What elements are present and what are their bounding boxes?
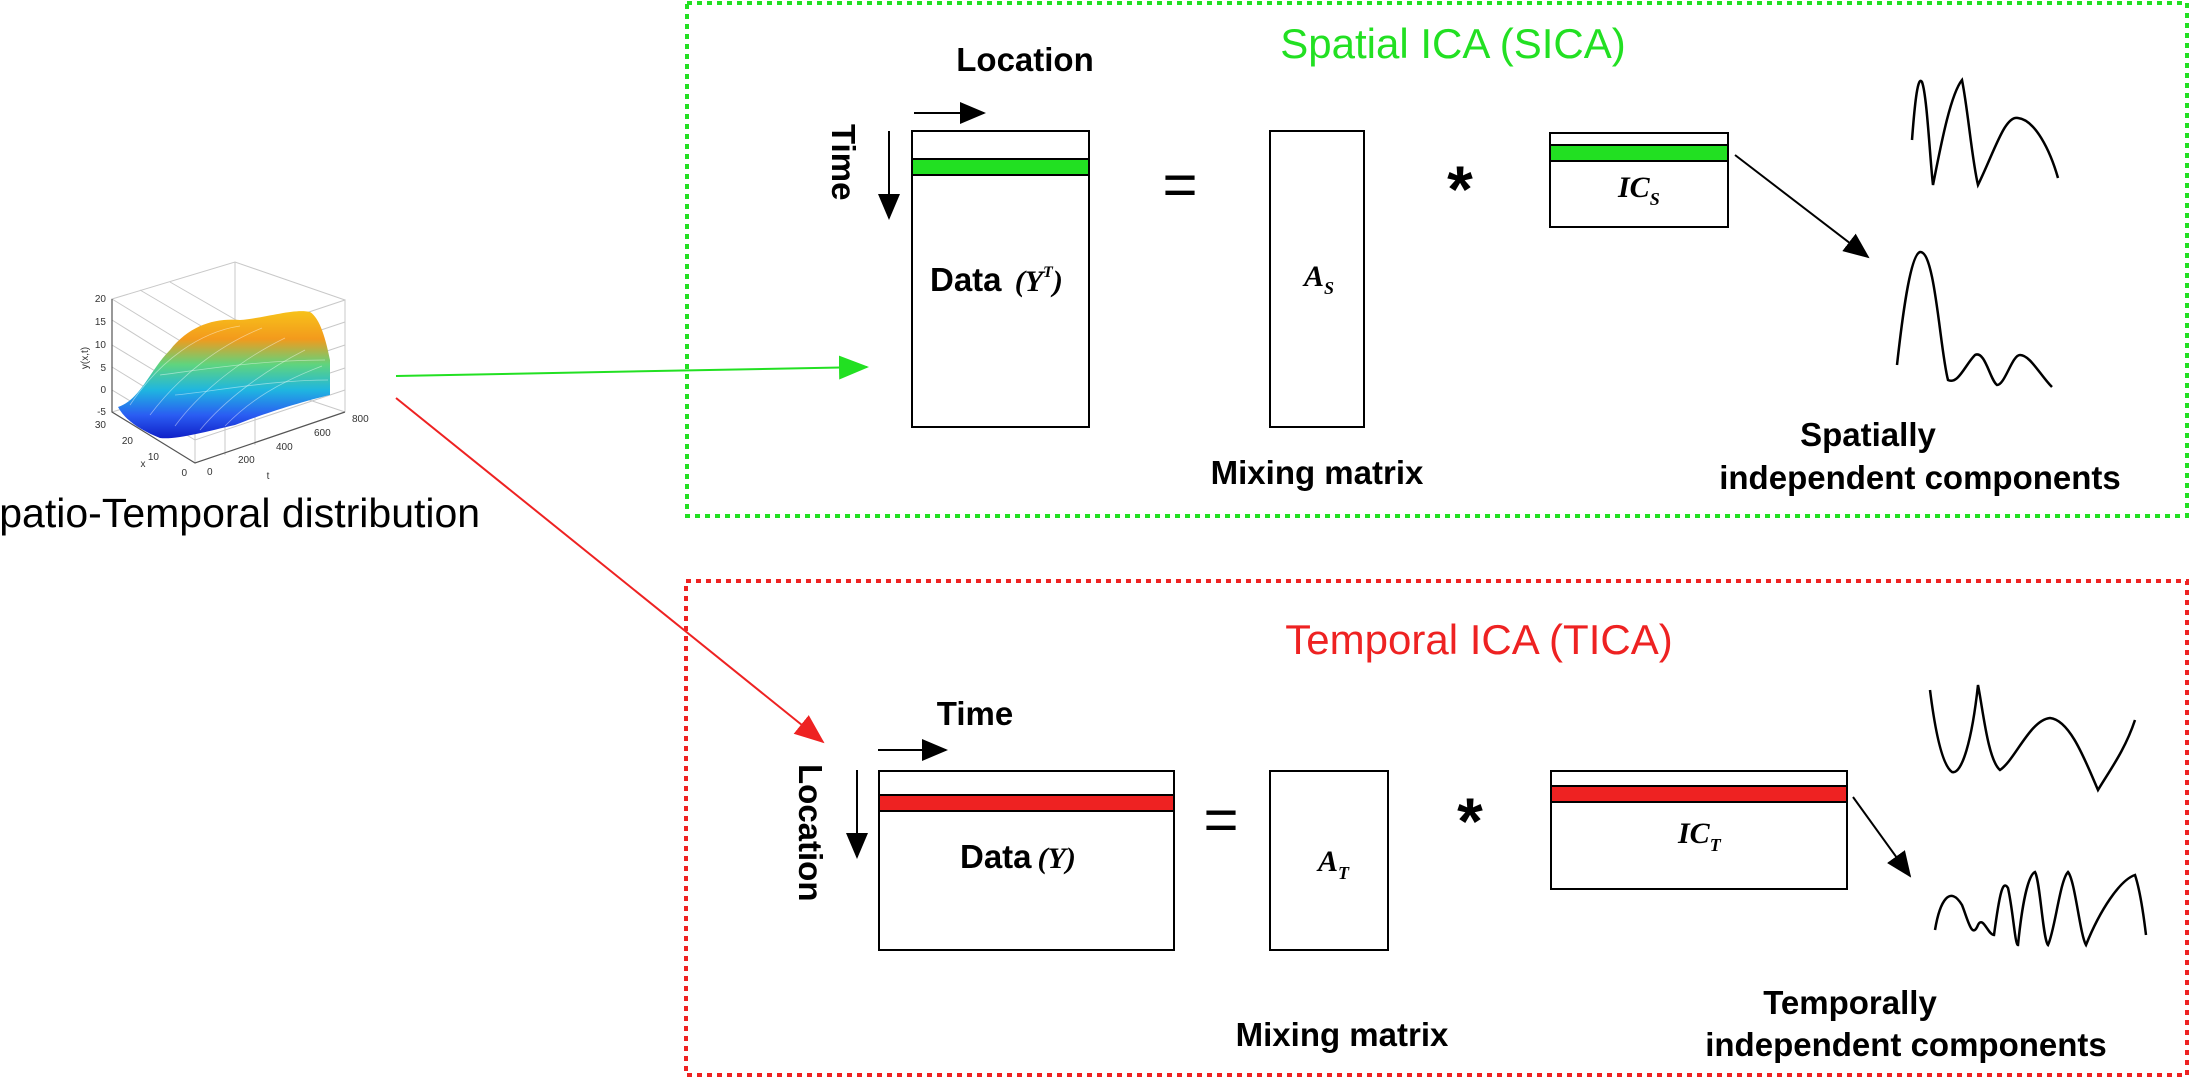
sica-component-waveform <box>1910 77 2060 189</box>
tica-ic-symbol: ICT <box>1677 817 1722 855</box>
sica-data-matrix <box>911 130 1090 428</box>
y-tick: 5 <box>100 363 106 374</box>
tica-component-arrow <box>1852 796 1912 878</box>
sica-component-waveform <box>1895 250 2053 388</box>
t-tick: 800 <box>352 414 369 425</box>
sica-panel-border <box>685 1 2189 518</box>
sica-ic-row-highlight <box>1549 144 1729 162</box>
tica-data-label: Data(Y) <box>960 838 1076 875</box>
sica-mixing-symbol: AS <box>1302 260 1334 298</box>
tica-data-row-highlight <box>878 794 1175 812</box>
tica-component-waveform <box>1928 684 2137 793</box>
y-axis-label: y(x,t) <box>80 347 91 369</box>
t-tick: 600 <box>314 428 331 439</box>
x-tick: 20 <box>122 436 134 447</box>
y-tick: -5 <box>97 407 106 418</box>
tica-multiply: * <box>1457 784 1483 858</box>
sica-mixing-matrix <box>1269 130 1365 428</box>
sica-components-label-2: independent components <box>1719 459 2121 496</box>
t-tick: 200 <box>238 455 255 466</box>
tica-ic-row-highlight <box>1550 785 1848 803</box>
sica-time-label: Time <box>825 124 862 200</box>
sica-component-arrow <box>1734 154 1870 259</box>
x-tick: 0 <box>181 468 187 479</box>
y-tick: 10 <box>95 340 107 351</box>
tica-mixing-symbol: AT <box>1316 845 1350 883</box>
tica-flow-arrow <box>395 397 825 744</box>
sica-ic-symbol: ICS <box>1617 171 1660 209</box>
tica-mixing-matrix <box>1269 770 1389 951</box>
y-tick: 0 <box>100 385 106 396</box>
x-tick: 30 <box>95 420 107 431</box>
x-axis-label: x <box>141 459 146 470</box>
x-tick: 10 <box>148 452 160 463</box>
tica-equals: = <box>1203 786 1238 853</box>
sica-equals: = <box>1162 151 1197 218</box>
sica-mixing-label: Mixing matrix <box>1211 454 1424 491</box>
sica-location-label: Location <box>956 41 1094 78</box>
tica-component-waveform <box>1933 870 2148 948</box>
tica-panel: Temporal ICA (TICA) Time Location Data(Y… <box>684 579 2189 1077</box>
sica-title: Spatial ICA (SICA) <box>1280 20 1625 67</box>
tica-title: Temporal ICA (TICA) <box>1285 616 1672 663</box>
t-tick: 0 <box>207 467 213 478</box>
tica-components-label-1: Temporally <box>1763 984 1937 1021</box>
t-tick: 400 <box>276 442 293 453</box>
sica-multiply: * <box>1447 152 1473 226</box>
y-tick: 15 <box>95 317 107 328</box>
sica-components-label-1: Spatially <box>1800 416 1936 453</box>
tica-mixing-label: Mixing matrix <box>1236 1016 1449 1053</box>
tica-location-label: Location <box>792 764 829 902</box>
tica-components-label-2: independent components <box>1705 1026 2107 1063</box>
t-axis-label: t <box>267 471 270 482</box>
tica-panel-border <box>684 579 2189 1077</box>
source-caption: Spatio-Temporal distribution <box>0 490 480 536</box>
sica-data-row-highlight <box>911 158 1090 176</box>
sica-data-label: Data (YT) <box>930 261 1063 298</box>
sica-flow-arrow <box>395 355 869 380</box>
tica-time-label: Time <box>937 695 1013 732</box>
sica-panel: Spatial ICA (SICA) Location Time Data (Y… <box>685 1 2189 518</box>
y-tick: 20 <box>95 294 107 305</box>
surface-plot: 20 15 10 5 0 -5 30 20 10 0 0 200 400 600… <box>80 261 369 482</box>
